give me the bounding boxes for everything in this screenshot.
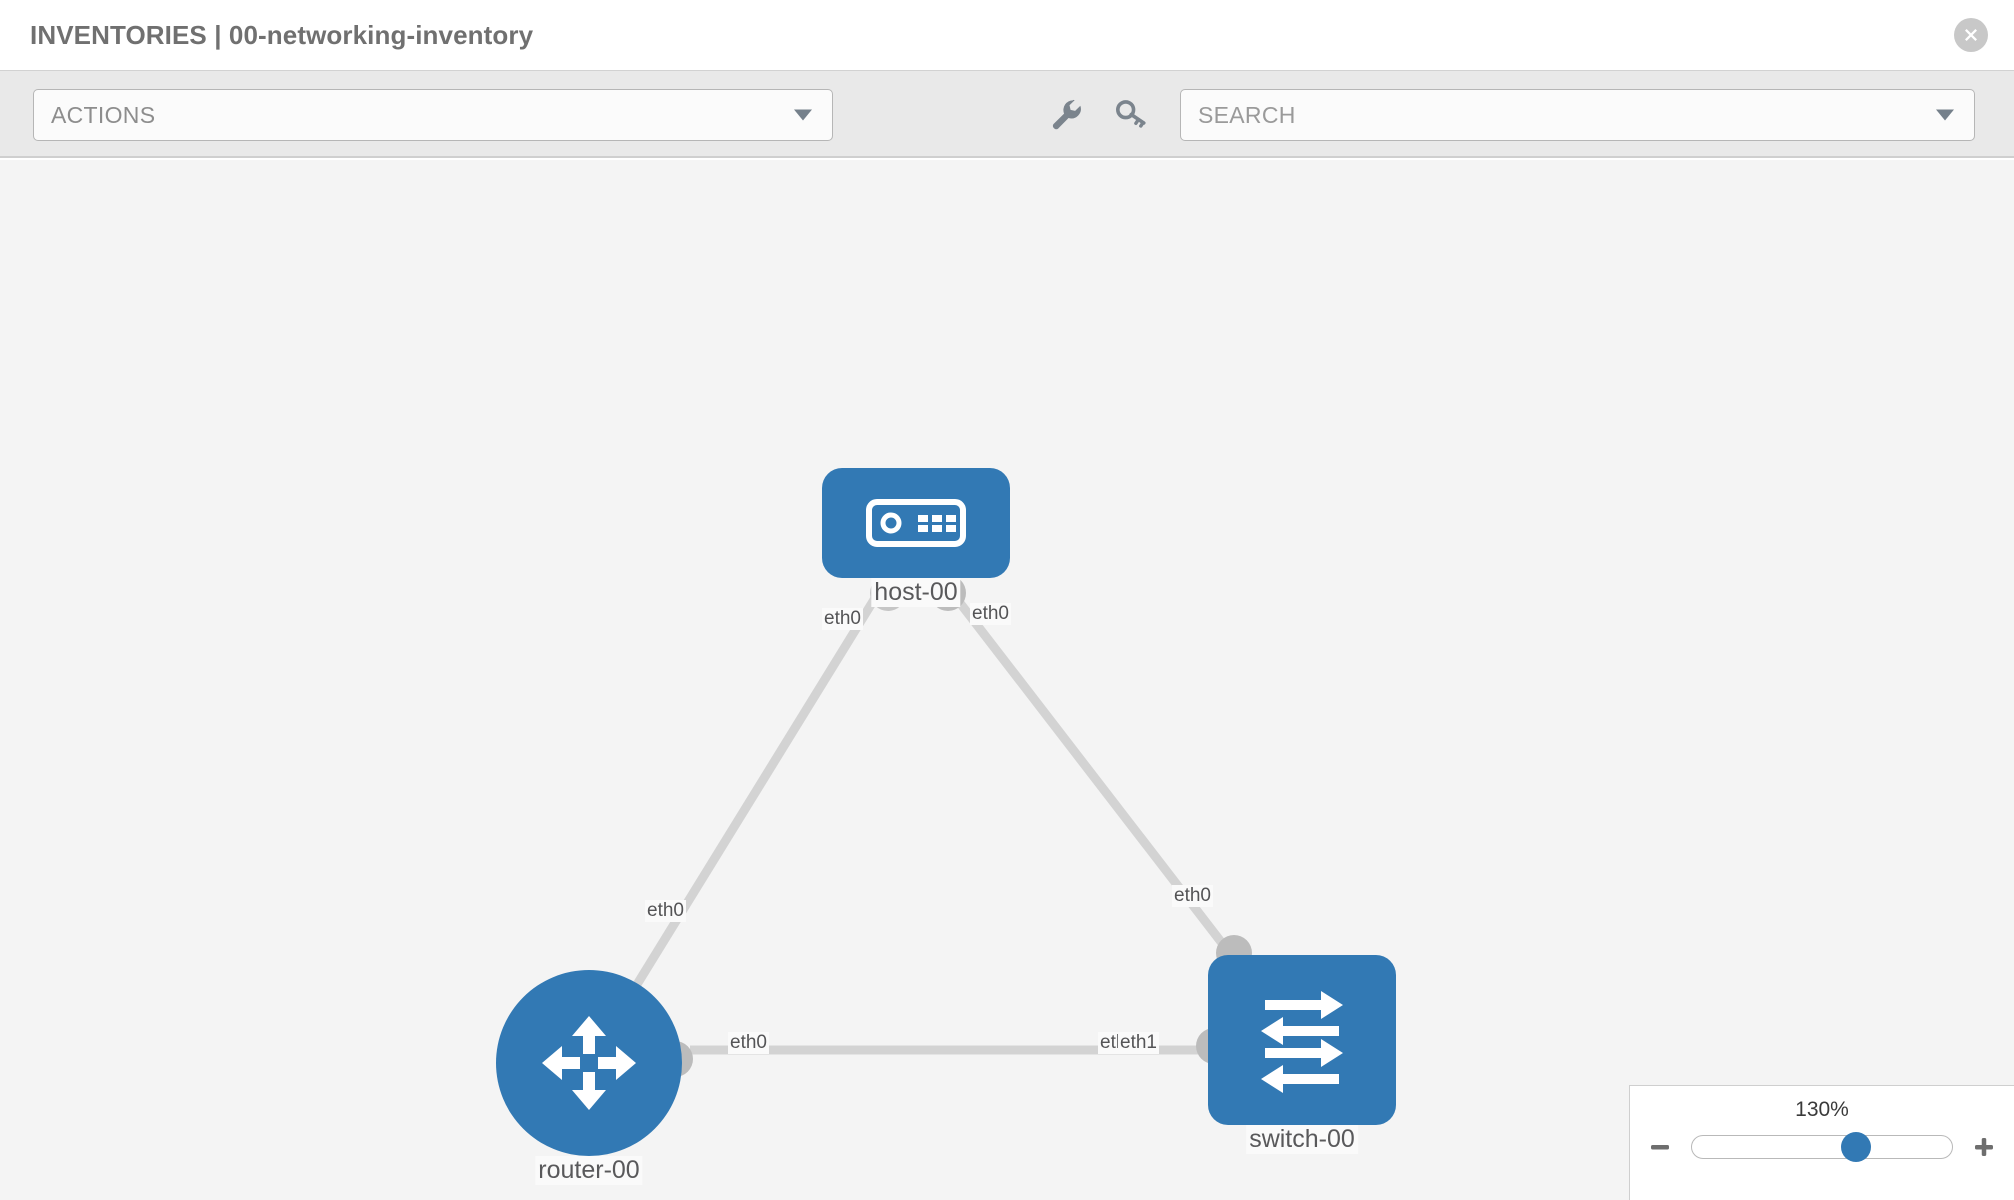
chevron-down-icon <box>794 109 812 121</box>
node-switch-00-shape[interactable] <box>1208 955 1396 1125</box>
server-icon <box>866 499 966 547</box>
zoom-level-value: 130% <box>1795 1098 1849 1121</box>
node-router-00-shape[interactable] <box>496 970 682 1156</box>
port-label-switch-left: eth1 <box>1118 1032 1159 1054</box>
zoom-slider-row <box>1630 1132 2014 1162</box>
key-icon[interactable] <box>1110 93 1152 135</box>
topology-canvas[interactable]: host-00 eth0 eth0 <box>0 160 2014 1200</box>
port-label-switch-up: eth0 <box>1172 885 1213 907</box>
port-label-router-up: eth0 <box>645 900 686 922</box>
node-host-00[interactable]: host-00 <box>822 468 1010 607</box>
actions-dropdown[interactable]: ACTIONS <box>33 89 833 141</box>
node-router-00[interactable]: router-00 <box>496 970 693 1185</box>
zoom-control-panel: 130% <box>1629 1085 2014 1200</box>
chevron-down-icon[interactable] <box>1936 109 1954 121</box>
node-host-00-label: host-00 <box>871 578 961 607</box>
zoom-out-button[interactable] <box>1645 1132 1675 1162</box>
port-label-router-right: eth0 <box>728 1032 769 1054</box>
node-switch-00[interactable]: switch-00 <box>1196 935 1396 1154</box>
search-input[interactable]: SEARCH <box>1180 89 1975 141</box>
node-host-00-shape[interactable] <box>822 468 1010 578</box>
search-input-value: SEARCH <box>1198 101 1296 128</box>
zoom-in-button[interactable] <box>1969 1132 1999 1162</box>
actions-dropdown-label: ACTIONS <box>51 101 156 128</box>
topology-links <box>616 575 1239 1055</box>
wrench-icon[interactable] <box>1045 93 1087 135</box>
window-header: INVENTORIES | 00-networking-inventory <box>0 0 2014 70</box>
port-label-host-right: eth0 <box>970 603 1011 625</box>
router-arrows-icon <box>542 1016 636 1110</box>
zoom-slider[interactable] <box>1691 1132 1953 1162</box>
node-switch-00-label: switch-00 <box>1246 1125 1358 1154</box>
toolbar: ACTIONS SEARCH <box>0 70 2014 158</box>
switch-arrows-icon <box>1261 991 1343 1093</box>
zoom-slider-thumb[interactable] <box>1840 1132 1871 1162</box>
link-host-router[interactable] <box>616 587 884 1015</box>
port-label-host-left: eth0 <box>822 608 863 630</box>
page-title: INVENTORIES | 00-networking-inventory <box>30 19 534 50</box>
node-router-00-label: router-00 <box>535 1156 643 1185</box>
close-icon[interactable] <box>1954 18 1988 52</box>
